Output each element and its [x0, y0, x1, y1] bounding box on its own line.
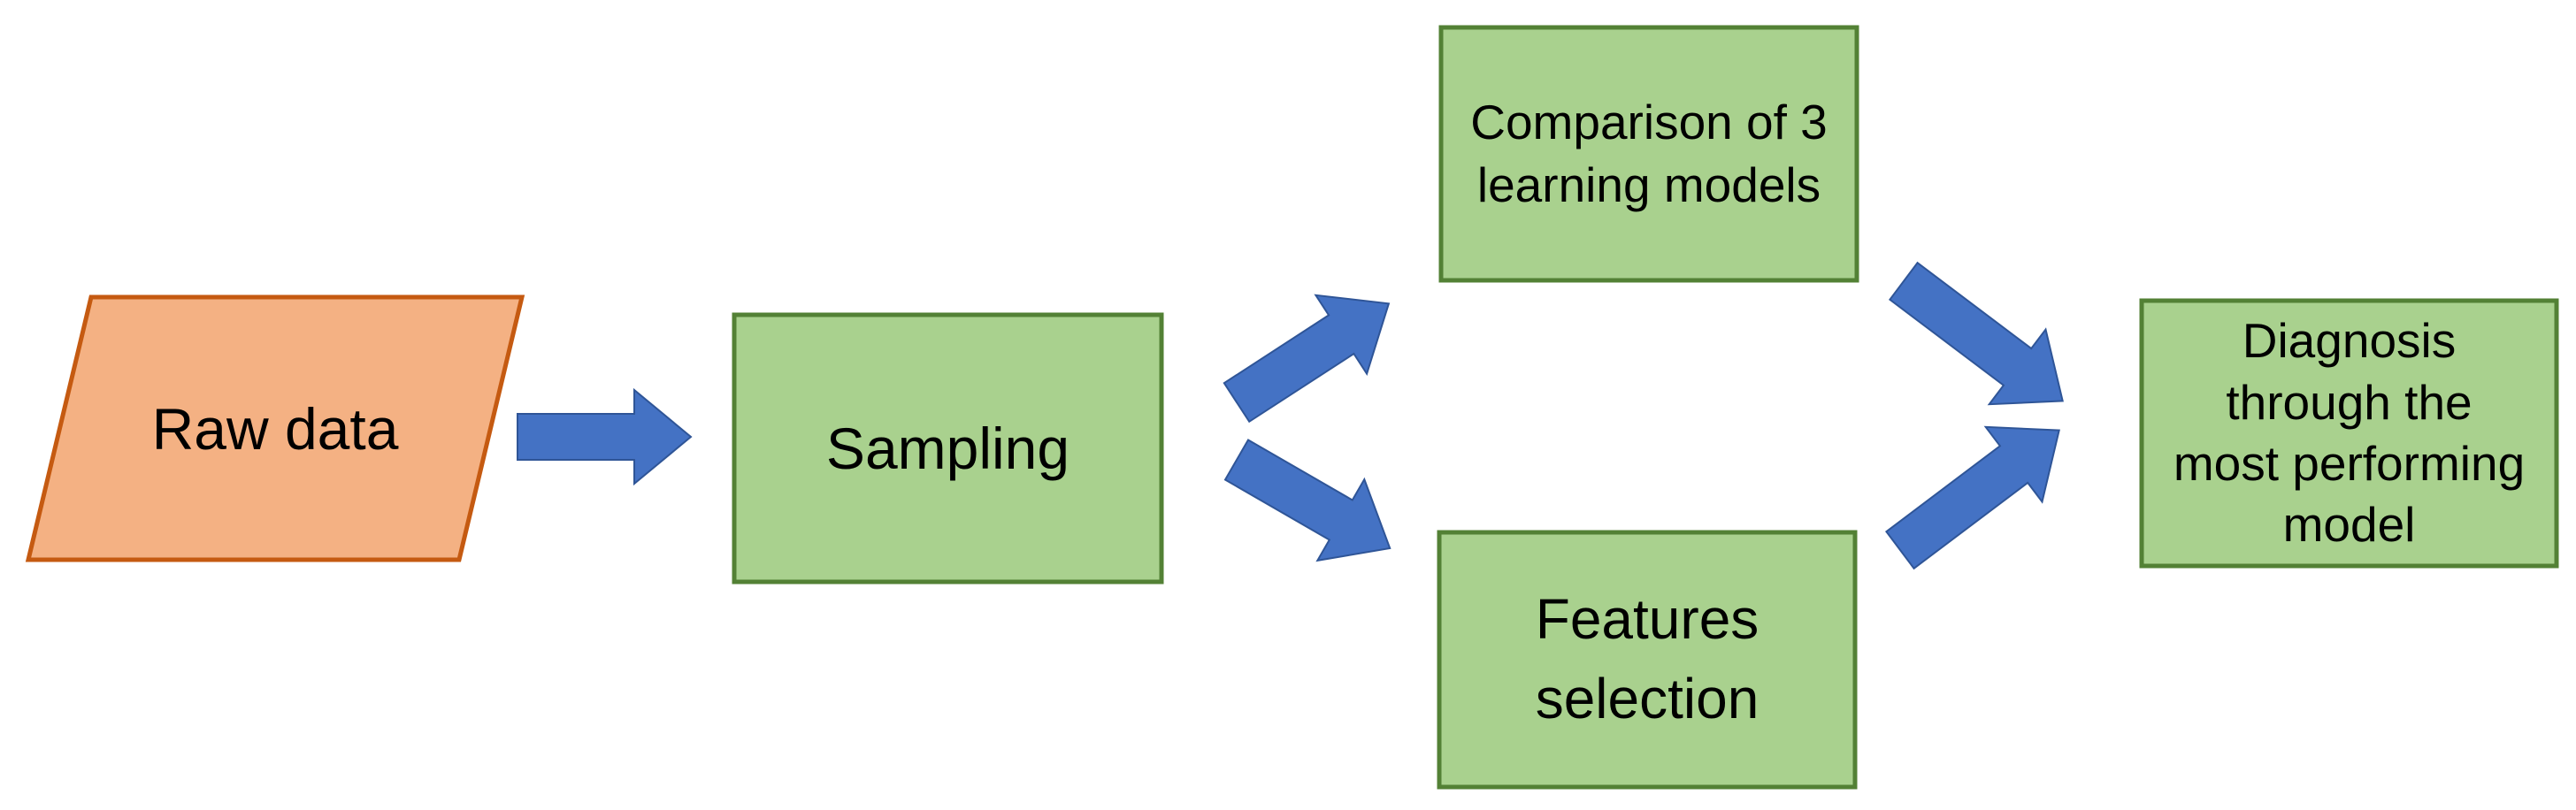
up-right-arrow-icon	[1223, 294, 1391, 424]
down-right-arrow-icon	[1889, 261, 2064, 406]
features-box	[1437, 530, 1858, 790]
down-right-arrow-icon	[1223, 439, 1392, 562]
comparison-box	[1438, 25, 1859, 283]
up-right-arrow-icon	[1885, 425, 2060, 570]
raw-data-parallelogram	[25, 294, 525, 562]
sampling-box	[732, 312, 1164, 585]
diagnosis-box	[2139, 298, 2559, 569]
right-arrow-icon	[517, 387, 693, 486]
